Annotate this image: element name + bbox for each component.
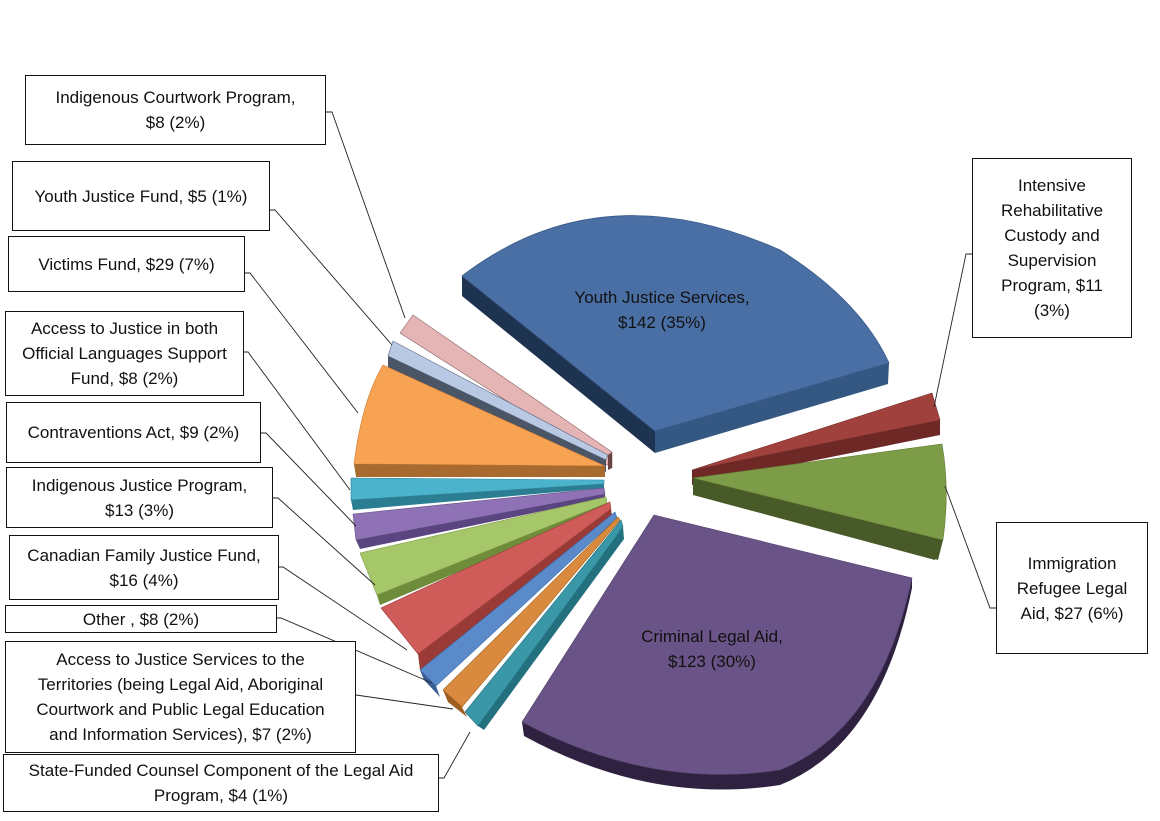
label-youth-justice-services: Youth Justice Services, $142 (35%) <box>552 285 772 335</box>
label-line: (3%) <box>1034 301 1070 320</box>
label-line: Access to Justice in both <box>30 319 219 338</box>
callout-indigenous-justice-program: Indigenous Justice Program, $13 (3%) <box>6 467 273 528</box>
label-line: $123 (30%) <box>668 652 756 671</box>
callout-immigration-refugee-legal-aid: Immigration Refugee Legal Aid, $27 (6%) <box>996 522 1148 654</box>
label-line: $16 (4%) <box>109 570 179 590</box>
callout-canadian-family-justice-fund: Canadian Family Justice Fund, $16 (4%) <box>9 535 279 600</box>
label-line: Victims Fund, $29 (7%) <box>38 254 215 274</box>
label-line: $8 (2%) <box>145 113 206 132</box>
label-line: Criminal Legal Aid, <box>641 627 783 646</box>
slice-intensive-rehabilitative-custody[interactable] <box>691 392 941 485</box>
label-line: Indigenous Courtwork Program, <box>55 88 296 107</box>
label-line: Program, $4 (1%) <box>153 786 289 805</box>
callout-contraventions-act: Contraventions Act, $9 (2%) <box>6 402 261 463</box>
label-line: Supervision <box>1007 251 1097 270</box>
label-line: Courtwork and Public Legal Education <box>36 700 325 719</box>
slice-victims-fund[interactable] <box>353 364 606 477</box>
label-line: Custody and <box>1004 226 1100 245</box>
callout-indigenous-courtwork-program: Indigenous Courtwork Program, $8 (2%) <box>25 75 326 145</box>
callout-other: Other , $8 (2%) <box>5 605 277 633</box>
label-line: Indigenous Justice Program, <box>31 475 248 495</box>
callout-intensive-rehabilitative-custody: Intensive Rehabilitative Custody and Sup… <box>972 158 1132 338</box>
label-line: Canadian Family Justice Fund, <box>27 545 261 565</box>
label-line: Aid, $27 (6%) <box>1020 603 1124 623</box>
callout-youth-justice-fund: Youth Justice Fund, $5 (1%) <box>12 161 270 231</box>
callout-access-justice-territories: Access to Justice Services to the Territ… <box>5 641 356 753</box>
label-line: Youth Justice Fund, $5 (1%) <box>34 186 248 206</box>
label-line: Intensive <box>1017 176 1087 195</box>
label-line: Territories (being Legal Aid, Aboriginal <box>37 675 324 694</box>
slice-access-official-languages[interactable] <box>350 477 605 510</box>
slice-criminal-legal-aid[interactable] <box>521 514 913 790</box>
slice-youth-justice-services[interactable] <box>461 215 890 453</box>
label-line: Youth Justice Services, <box>574 288 750 307</box>
leader-lines <box>243 111 996 779</box>
slice-canadian-family-justice-fund[interactable] <box>380 501 612 670</box>
callout-state-funded-counsel: State-Funded Counsel Component of the Le… <box>3 754 439 812</box>
label-criminal-legal-aid: Criminal Legal Aid, $123 (30%) <box>612 624 812 674</box>
label-line: State-Funded Counsel Component of the Le… <box>28 761 414 780</box>
label-line: and Information Services), $7 (2%) <box>49 725 312 744</box>
label-line: Access to Justice Services to the <box>56 650 305 669</box>
label-line: Other , $8 (2%) <box>82 609 200 629</box>
callout-victims-fund: Victims Fund, $29 (7%) <box>8 236 245 292</box>
slice-indigenous-justice-program[interactable] <box>359 496 608 605</box>
callout-access-official-languages: Access to Justice in both Official Langu… <box>5 311 244 396</box>
slice-state-funded-counsel[interactable] <box>464 519 624 730</box>
label-line: Official Languages Support <box>22 344 227 363</box>
slice-access-justice-territories[interactable] <box>442 516 621 717</box>
label-line: Refugee Legal <box>1016 578 1128 598</box>
label-line: Immigration <box>1027 553 1117 573</box>
slice-immigration-refugee-legal-aid[interactable] <box>692 443 947 560</box>
label-line: Fund, $8 (2%) <box>70 369 179 388</box>
slice-contraventions-act[interactable] <box>352 487 606 549</box>
label-line: $142 (35%) <box>618 313 706 332</box>
label-line: $13 (3%) <box>105 500 174 520</box>
label-line: Rehabilitative <box>1000 201 1104 220</box>
label-line: Program, $11 <box>1001 276 1103 295</box>
label-line: Contraventions Act, $9 (2%) <box>27 423 240 442</box>
